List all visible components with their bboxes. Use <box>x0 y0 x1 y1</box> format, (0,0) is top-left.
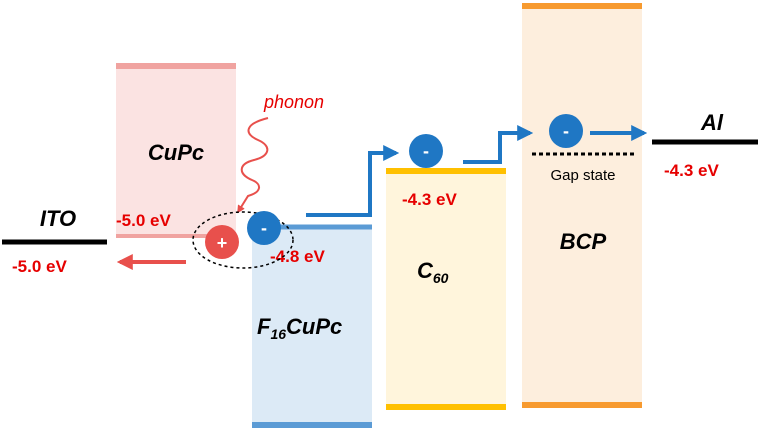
layer-c60: -4.3 eV C60 <box>386 168 506 410</box>
bcp-label: BCP <box>560 229 607 254</box>
electrode-al: Al -4.3 eV <box>652 110 758 180</box>
phonon-wave <box>237 117 269 214</box>
al-energy: -4.3 eV <box>664 161 719 180</box>
electron-arrow-c60-to-bcp <box>463 125 534 164</box>
gap-state-label: Gap state <box>550 167 615 184</box>
layer-f16cupc: -4.8 eV F16CuPc <box>252 224 372 428</box>
electrode-ito: ITO -5.0 eV <box>2 206 107 276</box>
hole-particle: + <box>205 225 239 259</box>
electron-f16cupc-circle <box>247 211 281 245</box>
electron-c60-circle <box>409 134 443 168</box>
al-label: Al <box>700 110 724 135</box>
f16cupc-box <box>252 227 372 425</box>
c60-box <box>386 171 506 407</box>
electron-c60: - <box>409 134 443 168</box>
c60-energy: -4.3 eV <box>402 190 457 209</box>
layer-cupc: CuPc -5.0 eV <box>116 63 236 238</box>
electron-bcp: - <box>549 114 583 148</box>
ito-label: ITO <box>40 206 76 231</box>
cupc-box <box>116 66 236 236</box>
exciton-ellipse <box>192 211 294 269</box>
electron-bcp-sign: - <box>563 121 569 141</box>
electron-f16cupc-sign: - <box>261 218 267 238</box>
layer-bcp: Gap state BCP <box>522 3 642 408</box>
cupc-label: CuPc <box>148 140 204 165</box>
electron-c60-sign: - <box>423 141 429 161</box>
bcp-box <box>522 5 642 405</box>
phonon-annotation: phonon <box>237 92 324 214</box>
electron-f16cupc: - <box>247 211 281 245</box>
hole-sign: + <box>217 233 228 253</box>
c60-label: C60 <box>417 258 449 286</box>
cupc-energy: -5.0 eV <box>116 211 171 230</box>
electron-bcp-circle <box>549 114 583 148</box>
phonon-label: phonon <box>263 92 324 112</box>
ito-energy: -5.0 eV <box>12 257 67 276</box>
hole-circle <box>205 225 239 259</box>
electron-arrow-f16cupc-to-c60 <box>306 145 400 217</box>
f16cupc-energy: -4.8 eV <box>270 247 325 266</box>
f16cupc-label: F16CuPc <box>257 314 342 342</box>
